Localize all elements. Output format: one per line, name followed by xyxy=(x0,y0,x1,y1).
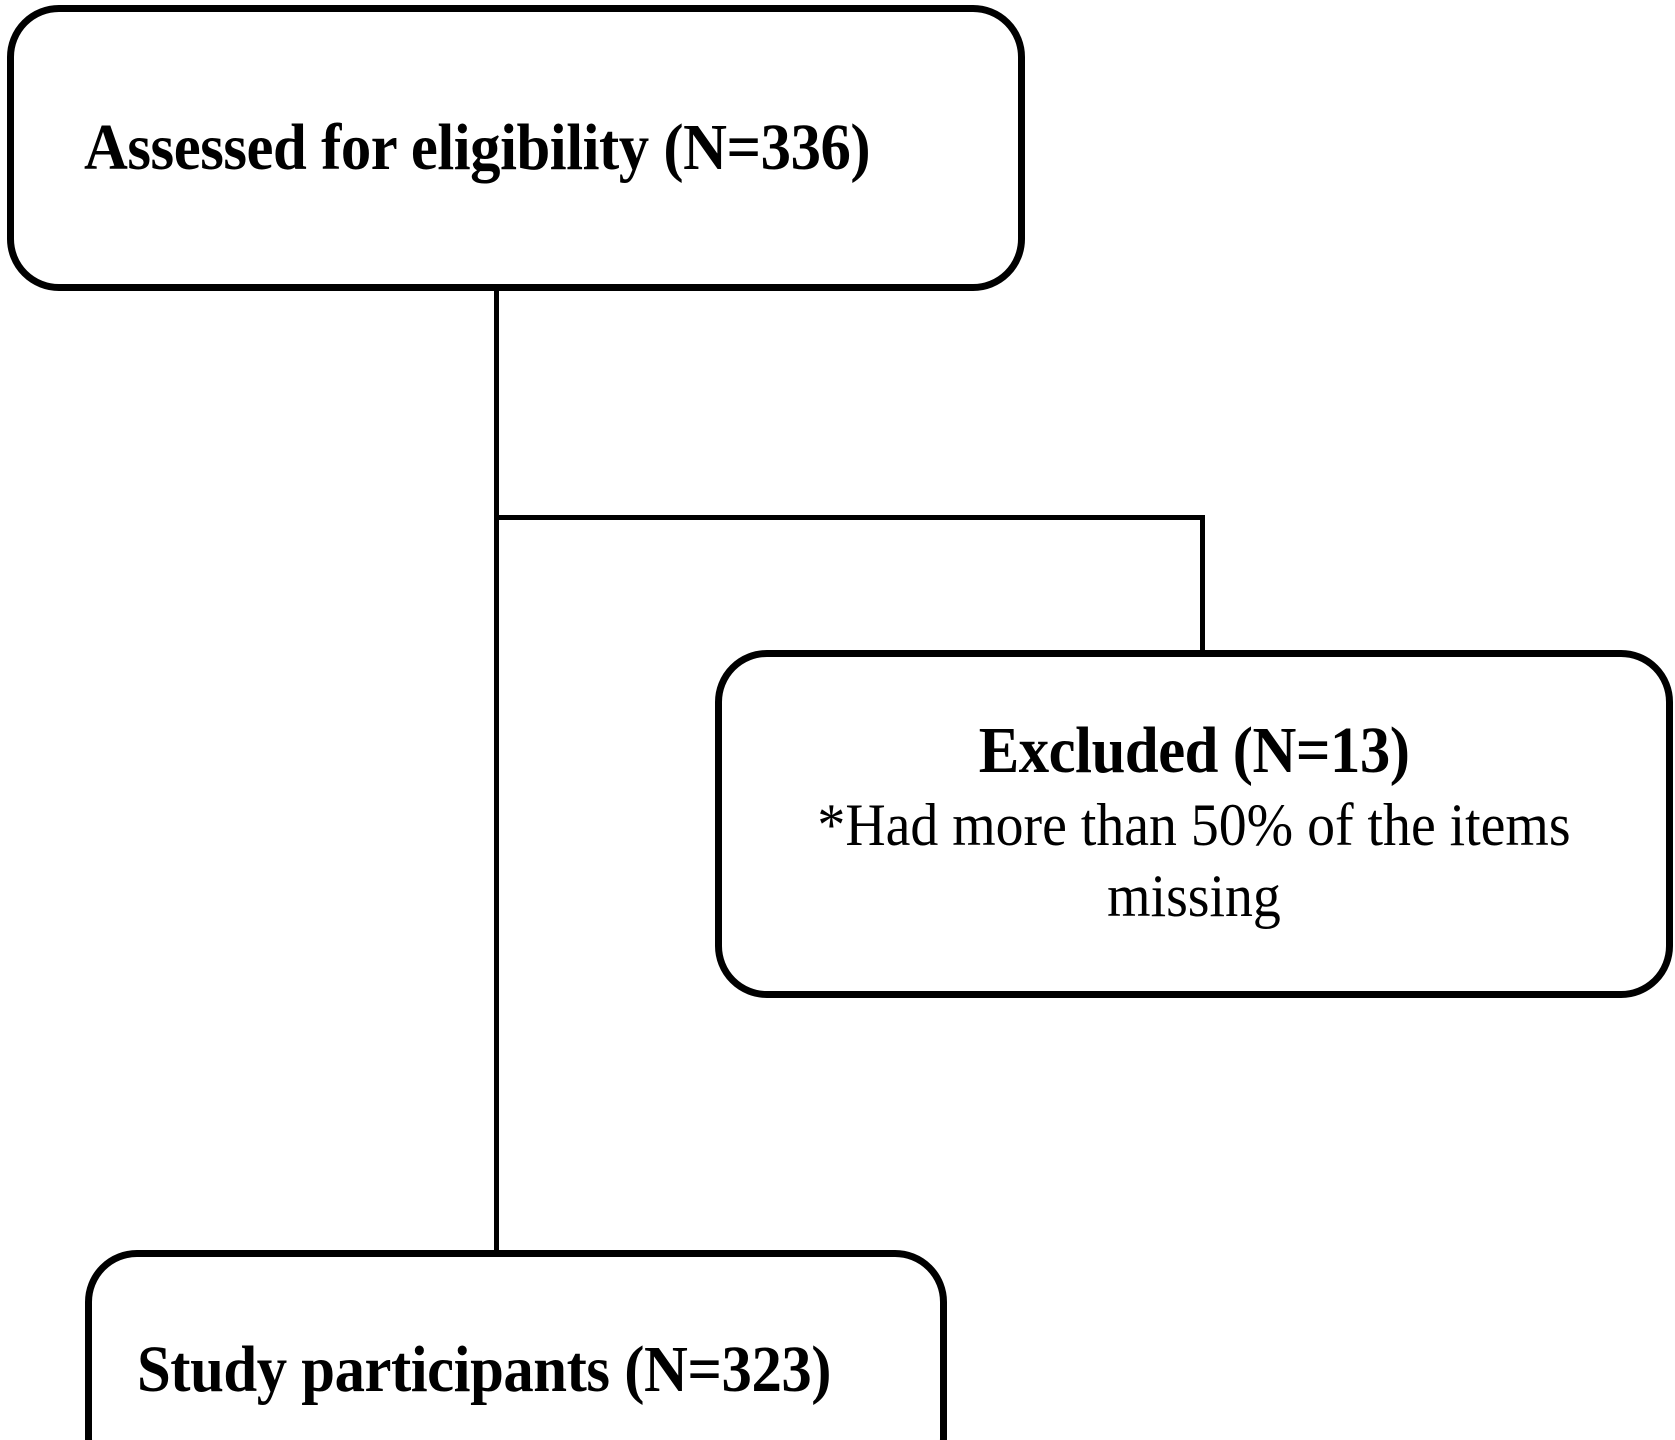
connector-eligibility-to-excluded-vertical xyxy=(1200,515,1205,653)
connector-eligibility-to-excluded-horizontal xyxy=(494,515,1205,520)
node-excluded: Excluded (N=13) *Had more than 50% of th… xyxy=(715,650,1673,998)
node-excluded-reason: *Had more than 50% of the items missing xyxy=(817,791,1571,929)
node-study-participants-label: Study participants (N=323) xyxy=(137,1333,832,1407)
node-excluded-label: Excluded (N=13) xyxy=(978,713,1410,787)
node-study-participants: Study participants (N=323) xyxy=(85,1250,947,1440)
node-assessed-for-eligibility-label: Assessed for eligibility (N=336) xyxy=(84,111,871,185)
connector-eligibility-to-participants xyxy=(494,290,499,1251)
node-assessed-for-eligibility: Assessed for eligibility (N=336) xyxy=(7,5,1025,291)
